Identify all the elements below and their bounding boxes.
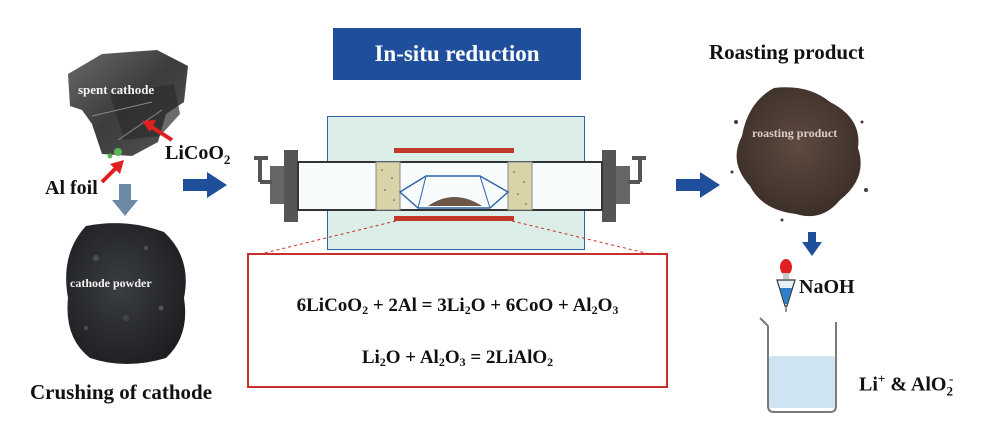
licoo2-label: LiCoO2 (165, 142, 230, 168)
spent-cathode-photo-label: spent cathode (78, 82, 155, 97)
al-foil-red-arrow (100, 160, 124, 184)
al-foil-label: Al foil (45, 177, 98, 199)
bottom-heating-element (394, 216, 514, 221)
eq2-sub: 3 (459, 355, 466, 369)
eq2-sub: 2 (438, 355, 445, 369)
crushing-caption: Crushing of cathode (30, 380, 213, 404)
cathode-powder-photo-label: cathode powder (70, 276, 152, 290)
eq2-part: O (444, 347, 460, 368)
insulation-blocks (375, 161, 533, 211)
roasting-product-photo: roasting product (722, 82, 872, 224)
grey-down-arrow (112, 184, 138, 216)
arrow-to-roasting-product (676, 172, 720, 198)
top-heating-element (394, 148, 514, 153)
banner-title: In-situ reduction (374, 41, 540, 66)
ions-li: Li (859, 373, 878, 396)
cathode-powder-photo: cathode powder (56, 218, 196, 368)
callout-line-left (251, 220, 397, 257)
licoo2-sub: 2 (223, 152, 231, 167)
reaction-equations-box: 6LiCoO2 + 2Al = 3Li2O + 6CoO + Al2O3 Li2… (247, 253, 668, 388)
naoh-label: NaOH (799, 276, 855, 298)
reaction-equation-1: 6LiCoO2 + 2Al = 3Li2O + 6CoO + Al2O3 (249, 295, 666, 318)
ions-alo-charge: - (948, 371, 954, 386)
in-situ-reduction-banner: In-situ reduction (333, 28, 581, 80)
eq2-part: = 2LiAlO (465, 347, 548, 368)
reaction-equation-2: Li2O + Al2O3 = 2LiAlO2 (249, 347, 666, 370)
ions-alo-sub: 2 (946, 383, 953, 399)
arrow-to-leaching (802, 232, 822, 256)
eq1-sub: 2 (591, 303, 598, 317)
eq2-part: Li (361, 347, 380, 368)
eq1-sub: 2 (464, 303, 471, 317)
spent-cathode-photo: spent cathode (62, 44, 192, 162)
licoo2-main: LiCoO (165, 142, 224, 164)
eq2-sub: 2 (379, 355, 386, 369)
roasting-product-photo-label: roasting product (752, 126, 838, 140)
eq2-sub: 2 (547, 355, 554, 369)
eq2-part: O + Al (385, 347, 439, 368)
arrow-to-furnace (183, 172, 227, 198)
eq1-part: O + 6CoO + Al (470, 295, 592, 316)
right-flange (602, 150, 646, 222)
callout-line-right (511, 220, 659, 257)
beaker-icon (759, 317, 837, 413)
dropper-icon (776, 259, 796, 312)
furnace-apparatus (251, 148, 659, 257)
eq1-sub: 2 (362, 303, 369, 317)
eq1-part: + 2Al = 3Li (368, 295, 465, 316)
crucible-boat (398, 175, 510, 209)
roasting-product-title: Roasting product (709, 40, 865, 64)
eq1-part: 6LiCoO (296, 295, 363, 316)
ions-label: Li+ & AlO2- (859, 371, 953, 400)
ions-amp: & AlO (885, 373, 947, 396)
eq1-part: O (597, 295, 613, 316)
ions-li-charge: + (877, 371, 886, 386)
eq1-sub: 3 (612, 303, 619, 317)
left-flange (254, 150, 298, 222)
